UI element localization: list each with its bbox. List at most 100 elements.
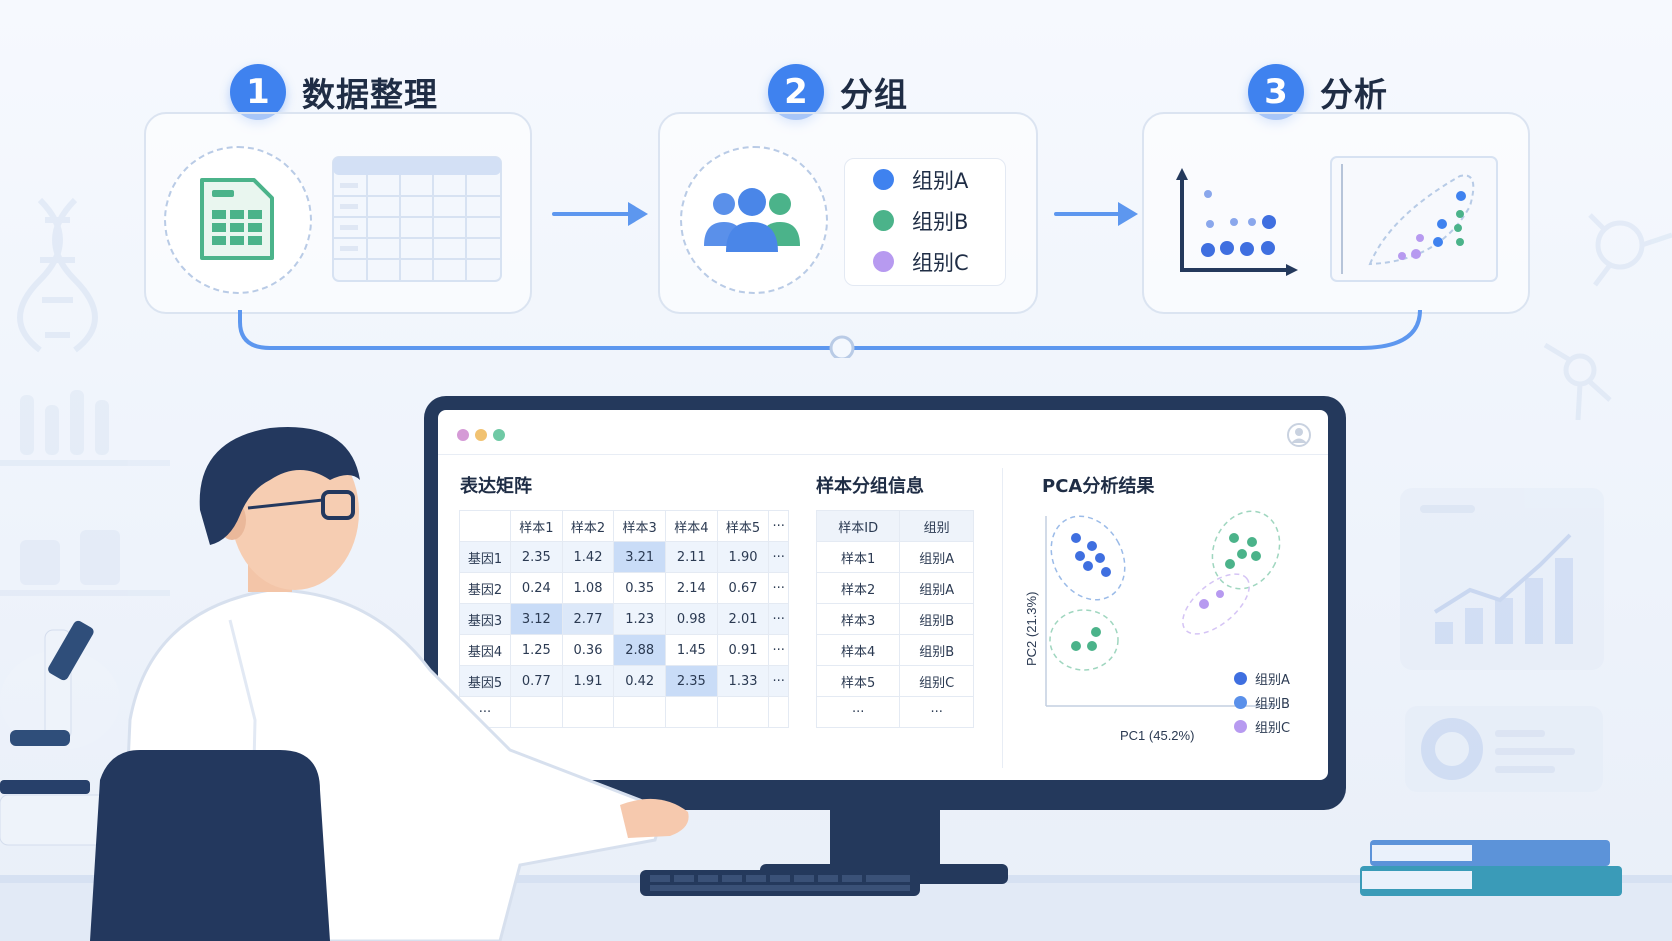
step-2-header: 2 分组: [768, 64, 908, 120]
group-cell: 组别B: [899, 634, 974, 666]
pca-title: PCA分析结果: [1042, 476, 1155, 497]
group-cell: 组别A: [899, 541, 974, 573]
table-grid-illustration: [332, 156, 502, 282]
group-legend-panel: 组别A 组别B 组别C: [844, 158, 1006, 286]
table-header-row: 样本ID 组别: [815, 510, 974, 542]
dna-icon: [17, 197, 98, 353]
table-header-row: 样本1 样本2 样本3 样本4 样本5 ···: [459, 510, 789, 542]
flow-arrow-2: [1054, 212, 1122, 216]
matrix-cell: 2.35: [510, 541, 563, 573]
matrix-cell: 0.35: [613, 572, 667, 604]
sample-id-cell: 样本5: [815, 665, 901, 697]
sample-groups-title: 样本分组信息: [816, 476, 924, 497]
step-3-header: 3 分析: [1248, 64, 1388, 120]
pca-mini-icon: [1330, 156, 1498, 282]
flow-arrow-1: [552, 212, 632, 216]
legend-dot: [1234, 695, 1247, 709]
column-header: 样本3: [613, 510, 667, 542]
section-divider: [1002, 468, 1003, 768]
matrix-cell: 2.77: [561, 603, 615, 635]
molecule-icon: [1543, 213, 1672, 421]
pca-xlabel: PC1 (45.2%): [1120, 728, 1194, 743]
sample-id-cell: 样本2: [815, 572, 901, 604]
gene-label: 基因1: [459, 541, 511, 573]
table-row: 基因3 3.12 2.77 1.23 0.98 2.01 ···: [459, 603, 789, 635]
gene-label: 基因4: [459, 634, 511, 666]
matrix-cell: 0.91: [716, 634, 770, 666]
legend-item: 组别C: [1234, 714, 1290, 738]
legend-item: 组别B: [1234, 690, 1290, 714]
scatter-axis-icon: [1176, 168, 1298, 276]
group-cell: 组别C: [899, 665, 974, 697]
step-label: 数据整理: [302, 75, 438, 114]
workflow-connector: [238, 309, 1422, 358]
legend-dot: [1234, 719, 1247, 733]
table-row: ······: [815, 696, 974, 728]
group-item: 组别B: [845, 200, 1005, 241]
table-row: 基因1 2.35 1.42 3.21 2.11 1.90 ···: [459, 541, 789, 573]
keyboard[interactable]: [640, 870, 920, 900]
legend-label: 组别C: [1255, 720, 1291, 736]
matrix-cell: 2.14: [665, 572, 718, 604]
matrix-cell: 1.42: [561, 541, 615, 573]
matrix-cell: 0.77: [510, 665, 563, 697]
matrix-cell: 1.90: [716, 541, 770, 573]
group-c-dot: [873, 251, 894, 272]
matrix-cell: 2.88: [613, 634, 667, 666]
matrix-cell: 1.23: [613, 603, 667, 635]
step-label: 分组: [840, 75, 908, 114]
pca-legend: 组别A 组别B 组别C: [1234, 666, 1290, 738]
pca-ylabel: PC2 (21.3%): [1024, 592, 1039, 666]
matrix-cell: ···: [768, 603, 789, 635]
group-cell: 组别A: [899, 572, 974, 604]
titlebar-divider: [438, 454, 1328, 455]
sample-id-cell: ···: [815, 696, 901, 728]
step-label: 分析: [1320, 75, 1388, 114]
matrix-cell: 2.11: [665, 541, 718, 573]
step-1-header: 1 数据整理: [230, 64, 438, 120]
window-controls[interactable]: [456, 428, 516, 444]
expression-matrix-title: 表达矩阵: [460, 476, 532, 497]
people-group-icon: [704, 188, 800, 252]
faded-pie-card: [1405, 706, 1603, 792]
matrix-cell: ···: [768, 665, 789, 697]
expression-matrix-table: 样本1 样本2 样本3 样本4 样本5 ··· 基因1 2.35 1.42 3.…: [459, 510, 789, 728]
matrix-cell: 0.67: [716, 572, 770, 604]
monitor-screen: 表达矩阵 样本1 样本2 样本3 样本4 样本5 ··· 基因1 2.35 1.…: [438, 410, 1328, 780]
matrix-cell: 1.91: [561, 665, 615, 697]
group-label: 组别B: [912, 209, 969, 234]
faded-chart-card: [1400, 488, 1604, 670]
column-header: ···: [768, 510, 789, 542]
group-cell: 组别B: [899, 603, 974, 635]
matrix-cell: 1.08: [561, 572, 615, 604]
user-avatar-icon[interactable]: [1286, 422, 1312, 448]
column-header: 样本1: [510, 510, 563, 542]
legend-label: 组别A: [1255, 672, 1290, 688]
step-number: 2: [768, 64, 824, 120]
group-label: 组别C: [912, 250, 969, 275]
matrix-cell: 0.42: [613, 665, 667, 697]
matrix-cell: 2.35: [665, 665, 718, 697]
column-header: 组别: [899, 510, 974, 542]
matrix-cell: 2.01: [716, 603, 770, 635]
flow-arrow-2-head: [1118, 202, 1138, 226]
books-icon: [1360, 840, 1622, 896]
pca-plot: PC1 (45.2%) PC2 (21.3%): [1024, 510, 1281, 743]
sample-id-cell: 样本4: [815, 634, 901, 666]
legend-dot: [1234, 671, 1247, 685]
group-item: 组别C: [845, 241, 1005, 282]
spreadsheet-icon: [200, 178, 274, 260]
sample-id-cell: 样本1: [815, 541, 901, 573]
table-row: 基因5 0.77 1.91 0.42 2.35 1.33 ···: [459, 665, 789, 697]
column-header: 样本2: [561, 510, 615, 542]
gene-label: 基因5: [459, 665, 511, 697]
group-cell: ···: [899, 696, 974, 728]
lab-shelf-icon: [0, 390, 170, 596]
gene-label: 基因2: [459, 572, 511, 604]
flow-arrow-1-head: [628, 202, 648, 226]
